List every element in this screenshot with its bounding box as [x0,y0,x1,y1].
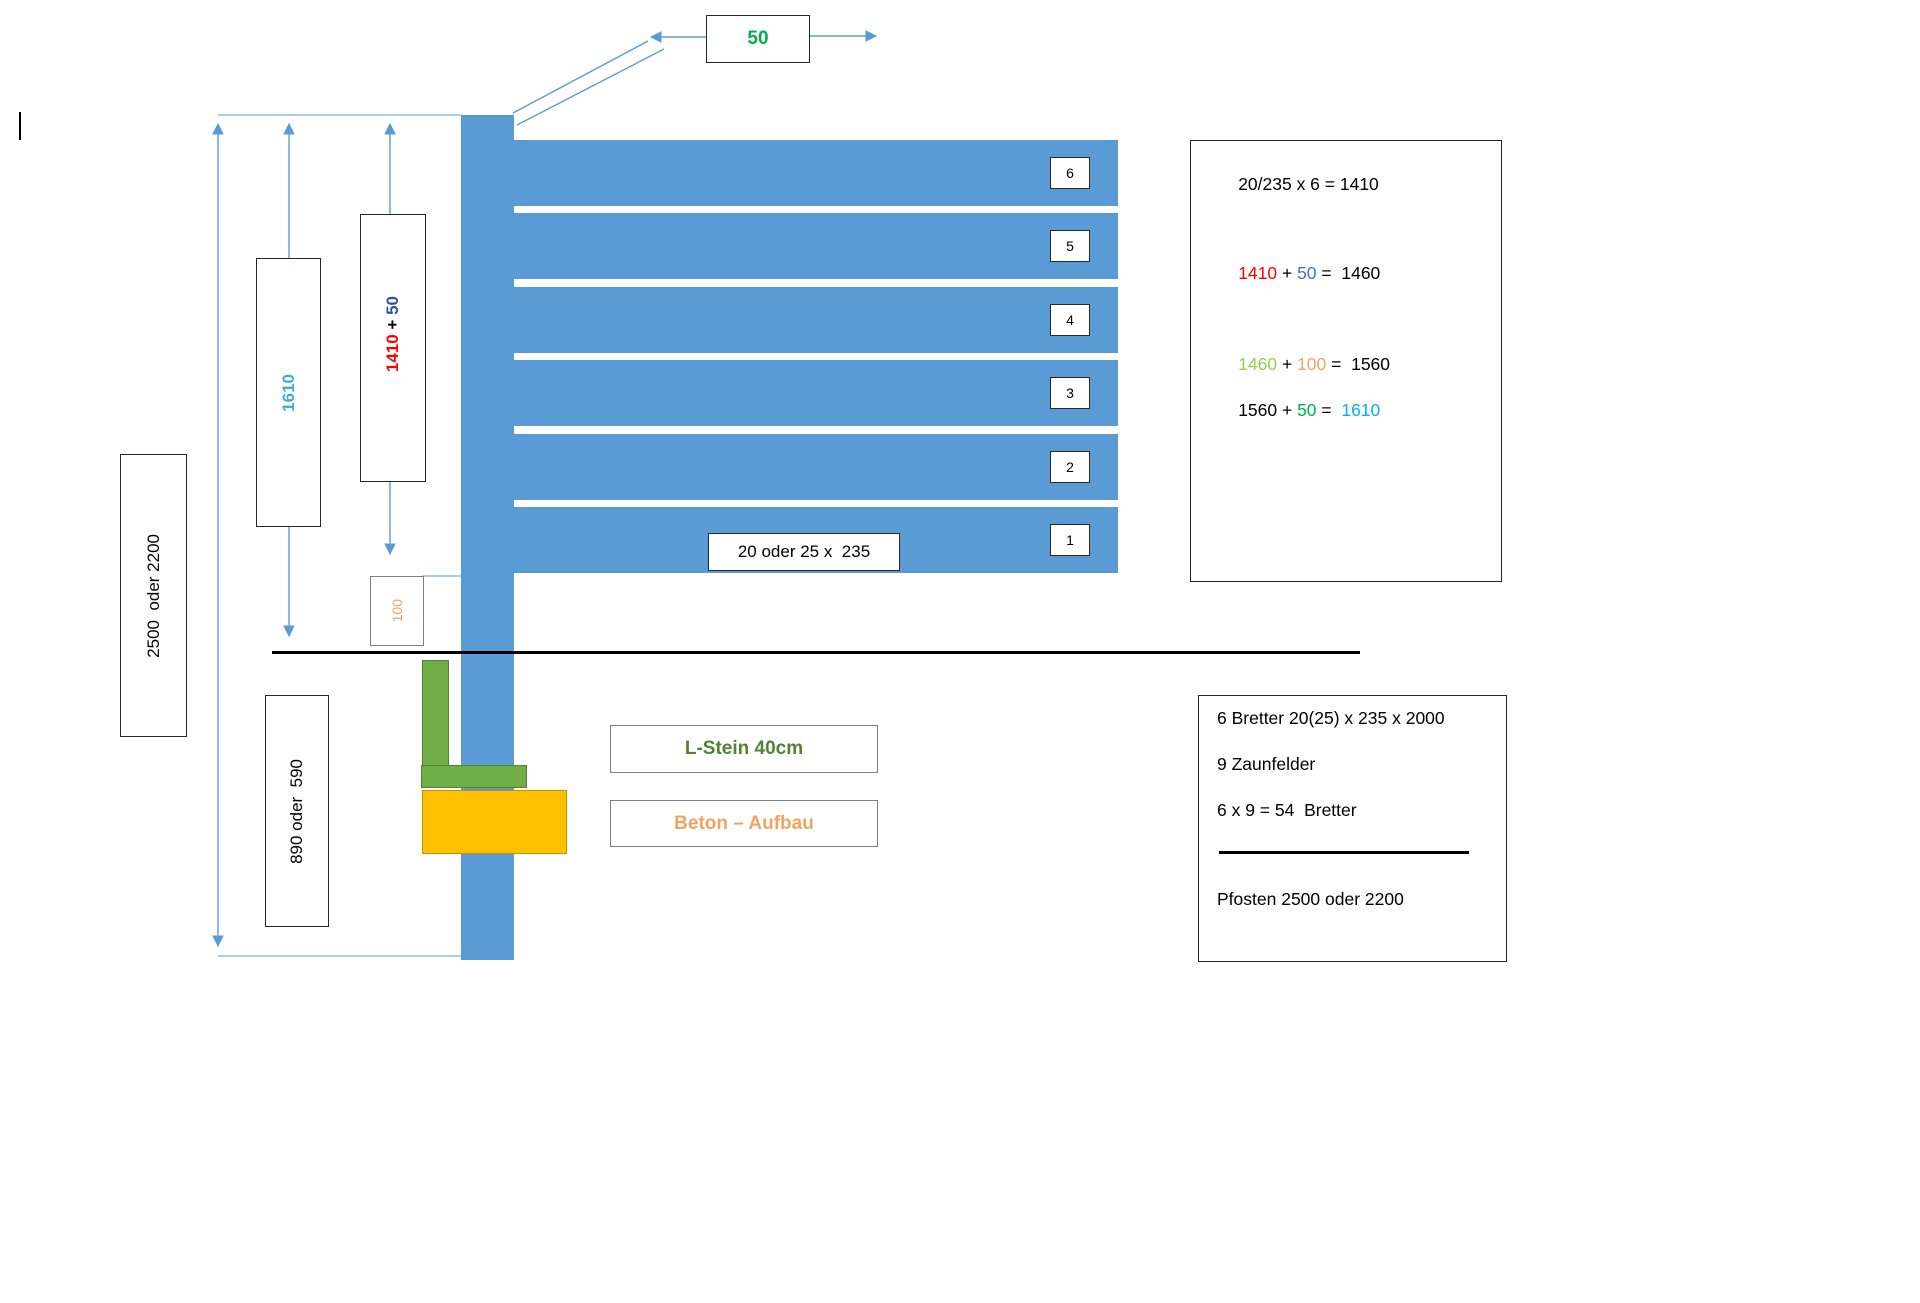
dim-1410-value: 1410 [383,334,402,372]
fence-board-4: 4 [510,287,1118,353]
board-number: 2 [1066,459,1074,475]
dim-890-value: 890 oder 590 [287,758,306,864]
board-size-label: 20 oder 25 x 235 [737,542,871,561]
dim-890-box: 890 oder 590 [265,695,329,927]
summary-divider-line [1219,851,1469,854]
text-cursor [19,112,21,140]
board-number-badge: 3 [1050,377,1090,409]
fence-board-6: 6 [510,140,1118,206]
dim-1410-50-box: 1410 + 50 [360,214,426,482]
dim-total-height-value: 2500 oder 2200 [143,533,163,658]
dim-100-box: 100 [370,576,424,646]
dim-50-box: 50 [706,15,810,63]
calc-100-orange: 100 [1297,354,1327,374]
calc-line-2: 1410 + 50 = 1460 [1209,242,1380,305]
board-number-badge: 5 [1050,230,1090,262]
board-number: 3 [1066,385,1074,401]
board-number: 4 [1066,312,1074,328]
l-stone-vertical [422,660,449,774]
summary-line-1: 6 Bretter 20(25) x 235 x 2000 [1217,708,1445,728]
calc-line-3: 1460 + 100 = 1560 [1209,333,1390,396]
dim-total-height-box: 2500 oder 2200 [120,454,187,737]
plus-sign: + [383,314,402,335]
dim-1610-value: 1610 [278,373,298,412]
board-number-badge: 1 [1050,524,1090,556]
calc-1460: 1460 [1238,354,1278,374]
summary-line-2: 9 Zaunfelder [1217,754,1316,774]
fence-board-3: 3 [510,360,1118,426]
board-number-badge: 6 [1050,157,1090,189]
board-number-badge: 2 [1050,451,1090,483]
concrete-block [422,790,567,854]
summary-box: 6 Bretter 20(25) x 235 x 2000 9 Zaunfeld… [1198,695,1507,962]
calc-line-1: 20/235 x 6 = 1410 [1209,153,1379,216]
dim-100-value: 100 [389,599,405,623]
calc-50-blue: 50 [1297,263,1317,283]
calc-equals-1560: = 1560 [1326,354,1391,374]
l-stone-label-box: L-Stein 40cm [610,725,878,773]
ground-line [272,651,1360,654]
fence-board-5: 5 [510,213,1118,279]
board-size-label-box: 20 oder 25 x 235 [708,533,900,571]
summary-line-4: Pfosten 2500 oder 2200 [1217,889,1404,909]
summary-line-3: 6 x 9 = 54 Bretter [1217,800,1357,820]
calc-line-1-text: 20/235 x 6 = 1410 [1238,174,1379,194]
calc-1560-plus: 1560 + [1238,400,1298,420]
calc-50-green: 50 [1297,400,1317,420]
calc-equals: = [1316,400,1342,420]
calc-1610-cyan: 1610 [1341,400,1381,420]
dim-50-value: 50 [747,28,769,49]
calc-plus: + [1277,263,1298,283]
fence-board-2: 2 [510,434,1118,500]
l-stone-horizontal [421,765,527,788]
board-number: 1 [1066,532,1074,548]
l-stone-label: L-Stein 40cm [684,738,804,759]
calc-plus: + [1277,354,1298,374]
dim-1610-box: 1610 [256,258,321,527]
concrete-label-box: Beton – Aufbau [610,800,878,847]
calc-equals-1460: = 1460 [1316,263,1381,283]
dim-50-leader-2 [516,48,665,126]
calc-line-4: 1560 + 50 = 1610 [1209,379,1380,442]
concrete-label: Beton – Aufbau [674,812,814,834]
dim-50-leader-1 [512,40,649,114]
dim-50-gap-value: 50 [383,295,402,315]
calc-1410: 1410 [1238,263,1278,283]
board-number: 6 [1066,165,1074,181]
board-number-badge: 4 [1050,304,1090,336]
board-number: 5 [1066,238,1074,254]
calculation-box: 20/235 x 6 = 1410 1410 + 50 = 1460 1460 … [1190,140,1502,582]
